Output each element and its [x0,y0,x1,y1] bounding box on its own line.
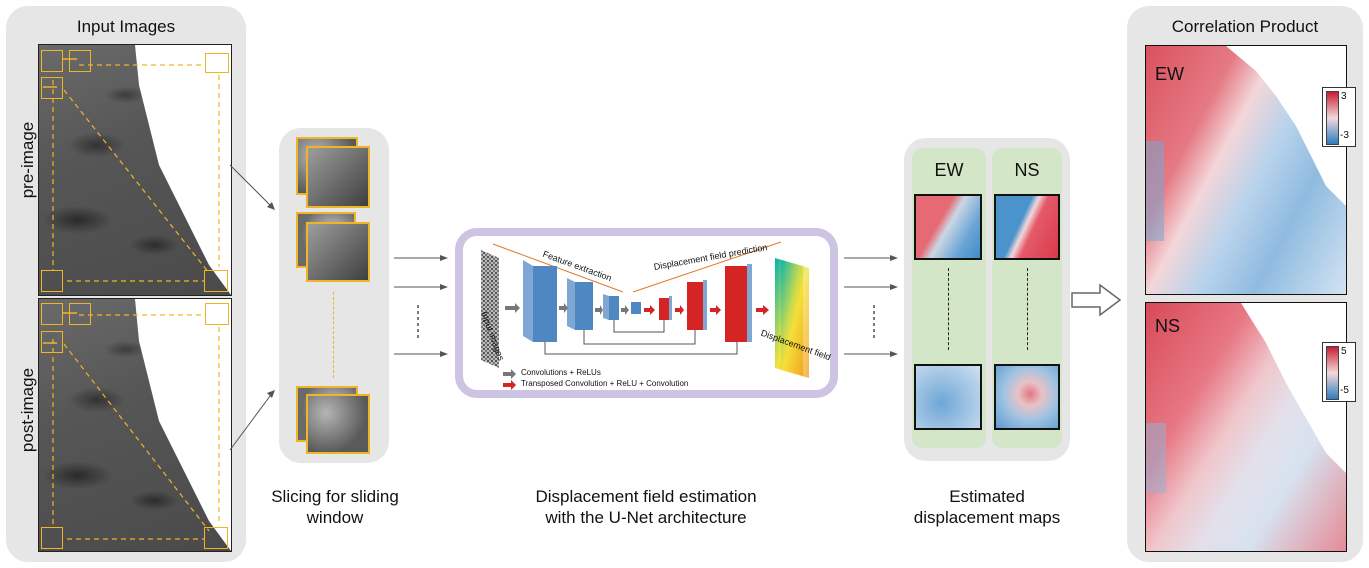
post-image-overlay [43,299,231,551]
ns-dashes [1027,268,1028,350]
ew-colorbar-max: 3 [1341,91,1347,102]
estimated-caption-1: Estimated [949,487,1025,506]
unet-caption-1: Displacement field estimation [535,487,757,506]
ns-colorbar: 5 -5 [1322,342,1356,402]
correlation-ew-label: EW [1155,64,1184,84]
pre-image-label: pre-image [18,121,37,199]
unet-panel: Feature extraction Displacement field pr… [455,228,838,398]
pre-image-overlay [43,45,231,295]
post-image [38,298,232,552]
correlation-ns-label: NS [1155,316,1181,336]
unet-legend-conv: Convolutions + ReLUs [521,368,601,377]
slice-tile-2 [306,146,370,208]
ew-colorbar-min: -3 [1340,130,1349,141]
big-arrow-icon [1071,283,1122,317]
unet-diagram [481,241,809,390]
unet-caption-2: with the U-Net architecture [545,508,747,527]
input-images-title: Input Images [76,17,176,36]
post-image-label: post-image [18,367,37,453]
correlation-ew-mask [1146,46,1346,241]
correlation-ew-map [1145,45,1347,295]
slice-tile-4 [306,222,370,282]
slicing-to-unet-arrows [394,255,448,357]
correlation-title: Correlation Product [1171,17,1319,36]
ew-dashes [948,268,949,350]
pre-image [38,44,232,296]
ns-map-bottom [994,364,1060,430]
unet-to-estimated-arrows [844,255,898,357]
correlation-ns-map [1145,302,1347,552]
ns-map-top [994,194,1060,260]
slicing-caption-1: Slicing for sliding [271,487,399,506]
input-to-slicing-arrows [229,164,275,451]
ns-colorbar-max: 5 [1341,346,1347,357]
slicing-dashes [333,292,334,378]
estimated-caption-2: displacement maps [913,508,1061,527]
estimated-ew-label: EW [934,160,964,180]
estimated-ns-label: NS [1014,160,1040,180]
correlation-ns-mask [1146,303,1346,493]
ew-map-bottom [914,364,982,430]
slicing-caption-2: window [306,508,364,527]
ew-map-top [914,194,982,260]
unet-legend-transposed: Transposed Convolution + ReLU + Convolut… [521,379,689,388]
slice-tile-6 [306,394,370,454]
ew-colorbar: 3 -3 [1322,87,1356,147]
ns-colorbar-min: -5 [1340,385,1349,396]
